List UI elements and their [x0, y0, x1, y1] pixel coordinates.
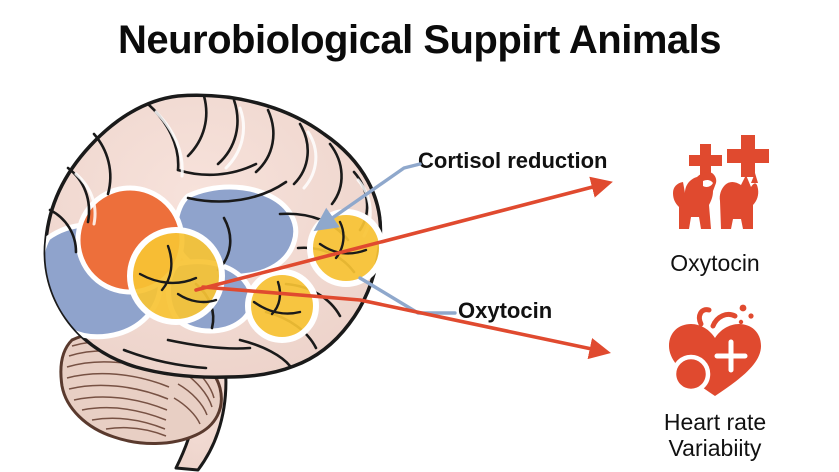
- cerebrum-shape: [43, 93, 385, 379]
- outcome-caption-hrv-line2: Variabiity: [668, 434, 762, 461]
- cat-ear: [751, 173, 758, 183]
- outcome-caption-oxytocin: Oxytocin: [670, 250, 760, 276]
- dog-and-cat-with-plus-icon: [673, 135, 769, 229]
- outcome-heart-rate-variability: Heart rate Variabiity: [600, 300, 830, 462]
- plus-icon-large: [727, 135, 769, 177]
- outcome-oxytocin: Oxytocin: [600, 133, 830, 277]
- heart-stem-right: [710, 311, 738, 329]
- spark-dot-1: [739, 304, 747, 312]
- dog-collar: [703, 179, 713, 187]
- heart-stem-left: [696, 307, 712, 327]
- pulse-circle: [671, 354, 711, 394]
- plus-marker: [714, 339, 748, 373]
- highlight-circle-3: [307, 209, 385, 287]
- cat-silhouette: [719, 175, 759, 229]
- spark-dot-3: [738, 319, 744, 325]
- page-title: Neurobiological Suppirt Animals: [117, 18, 722, 62]
- plus-icon-small: [689, 144, 722, 177]
- outcome-caption-hrv-line1: Heart rate: [663, 409, 767, 435]
- spark-dot-2: [748, 313, 754, 319]
- brain-diagram: [28, 88, 398, 472]
- annotation-label-cortisol-reduction: Cortisol reduction: [418, 148, 608, 173]
- heart-with-plus-icon: [669, 304, 761, 396]
- annotation-label-oxytocin: Oxytocin: [458, 298, 553, 323]
